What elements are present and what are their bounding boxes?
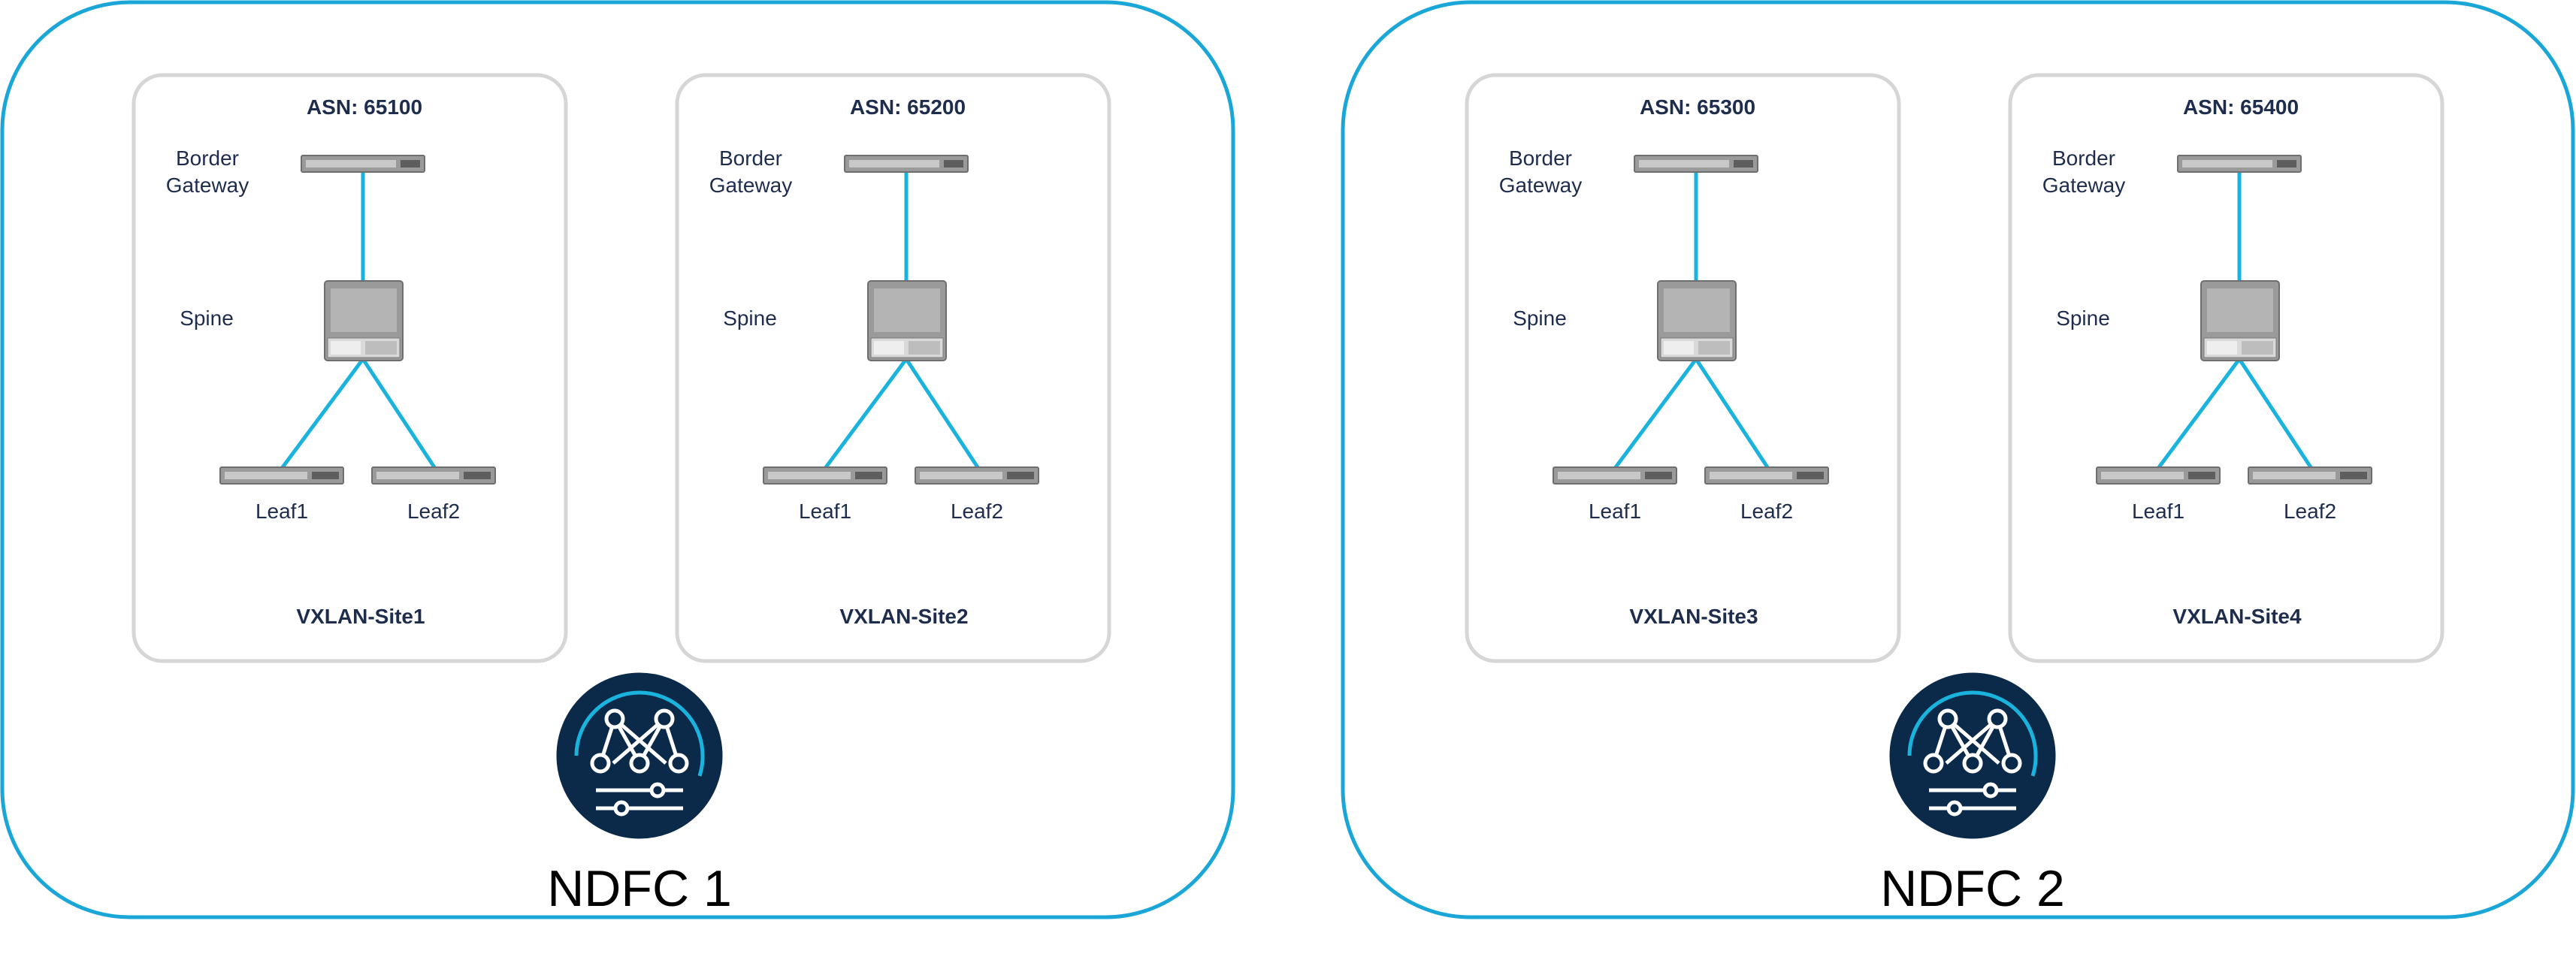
spine-switch-icon (867, 280, 947, 361)
spine-label: Spine (180, 306, 234, 330)
border-gateway-switch-icon (301, 155, 425, 173)
site-frame (132, 73, 568, 663)
leaf1-label: Leaf1 (799, 500, 851, 523)
site-frame (675, 73, 1111, 663)
site-asn: ASN: 65100 (307, 95, 422, 119)
leaf1-switch-icon (763, 466, 887, 485)
leaf2-switch-icon (1704, 466, 1829, 485)
link-spine-leaf1 (280, 357, 365, 469)
spine-switch-icon (324, 280, 404, 361)
spine-switch-icon (1657, 280, 1737, 361)
link-spine-leaf1 (824, 357, 909, 469)
controller-label-ndfc-2: NDFC 2 (1880, 860, 2065, 917)
site-name: VXLAN-Site1 (296, 605, 425, 628)
leaf2-label: Leaf2 (2284, 500, 2336, 523)
link-spine-leaf2 (361, 357, 437, 469)
site-frame (1465, 73, 1901, 663)
spine-label: Spine (1513, 306, 1567, 330)
leaf1-switch-icon (1553, 466, 1677, 485)
leaf2-switch-icon (2248, 466, 2372, 485)
leaf2-label: Leaf2 (1740, 500, 1793, 523)
border-gateway-switch-icon (1634, 155, 1758, 173)
leaf1-label: Leaf1 (255, 500, 308, 523)
leaf2-switch-icon (371, 466, 496, 485)
spine-switch-icon (2200, 280, 2280, 361)
link-spine-leaf2 (2237, 357, 2313, 469)
border-gateway-switch-icon (844, 155, 969, 173)
link-spine-leaf1 (1613, 357, 1698, 469)
site-asn: ASN: 65200 (850, 95, 966, 119)
site-name: VXLAN-Site3 (1629, 605, 1758, 628)
link-spine-leaf2 (1694, 357, 1770, 469)
link-spine-leaf2 (904, 357, 980, 469)
site-name: VXLAN-Site4 (2172, 605, 2302, 628)
ndfc-controller-icon (552, 669, 727, 843)
leaf1-label: Leaf1 (1589, 500, 1641, 523)
leaf1-switch-icon (2096, 466, 2221, 485)
ndfc-controller-icon (1885, 669, 2060, 843)
leaf2-label: Leaf2 (407, 500, 460, 523)
controller-label-ndfc-1: NDFC 1 (547, 860, 732, 917)
border-gateway-switch-icon (2177, 155, 2302, 173)
spine-label: Spine (723, 306, 777, 330)
leaf1-switch-icon (219, 466, 344, 485)
leaf2-switch-icon (915, 466, 1039, 485)
leaf2-label: Leaf2 (951, 500, 1003, 523)
spine-label: Spine (2056, 306, 2110, 330)
leaf1-label: Leaf1 (2132, 500, 2184, 523)
site-name: VXLAN-Site2 (839, 605, 968, 628)
site-asn: ASN: 65300 (1640, 95, 1755, 119)
site-asn: ASN: 65400 (2183, 95, 2299, 119)
site-frame (2008, 73, 2444, 663)
link-spine-leaf1 (2157, 357, 2242, 469)
